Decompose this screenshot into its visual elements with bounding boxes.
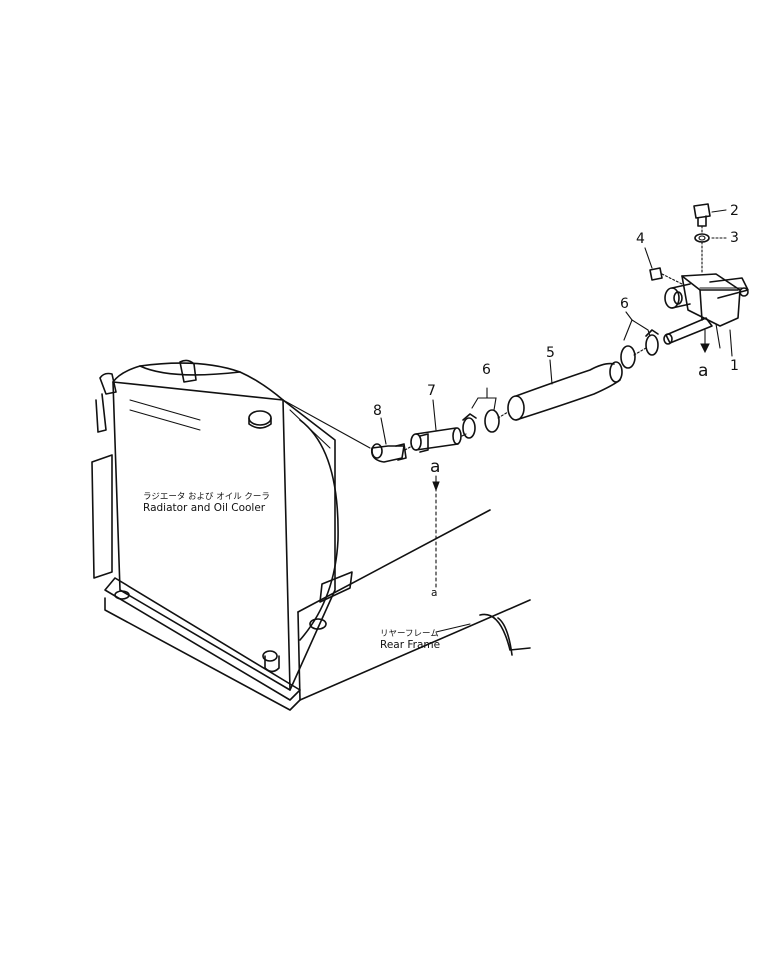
part-number-3: 3 — [730, 230, 739, 246]
connection-lines — [404, 225, 703, 589]
valve-block-part-1 — [663, 273, 749, 357]
clamps-part-6-left — [462, 387, 500, 439]
pipe-part-7 — [410, 399, 462, 453]
plug-part-4 — [644, 247, 683, 285]
washer-part-3 — [694, 233, 727, 243]
ref-a-bottom: a — [431, 587, 437, 599]
ref-a-top: a — [698, 361, 708, 381]
radiator-label-en: Radiator and Oil Cooler — [143, 502, 266, 514]
rear-frame-label-en: Rear Frame — [380, 639, 440, 651]
part-number-2: 2 — [730, 203, 739, 219]
radiator-assembly — [91, 359, 339, 711]
bolt-part-2 — [693, 203, 727, 227]
rear-frame — [297, 509, 531, 701]
part-number-5: 5 — [546, 345, 555, 361]
part-numbers: 1 2 3 4 5 6 6 7 8 — [373, 203, 739, 419]
clamps-part-6-right — [620, 311, 659, 369]
elbow-part-8 — [282, 399, 407, 463]
ref-a-mid: a — [430, 457, 440, 477]
part-number-4: 4 — [636, 231, 645, 247]
radiator-label-jp: ラジエータ および オイル クーラ — [143, 492, 270, 502]
rear-frame-label-jp: リヤーフレーム — [380, 629, 439, 639]
part-number-6-left: 6 — [482, 362, 491, 378]
direction-arrows — [432, 329, 710, 492]
part-number-8: 8 — [373, 403, 382, 419]
part-number-1: 1 — [730, 358, 739, 374]
part-number-7: 7 — [427, 383, 436, 399]
callout-labels: ラジエータ および オイル クーラ Radiator and Oil Coole… — [143, 492, 440, 651]
hose-part-5 — [507, 359, 623, 421]
reference-letters: a a a — [430, 361, 708, 599]
part-number-6-right: 6 — [620, 296, 629, 312]
